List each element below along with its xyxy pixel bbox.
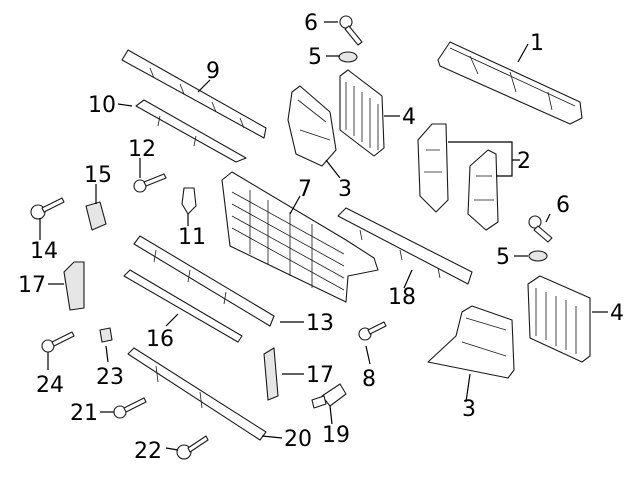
callout-19: 19: [322, 423, 350, 448]
callout-16: 16: [146, 327, 174, 352]
callout-6-lower: 6: [556, 193, 570, 218]
part-5-upper-clip: [338, 51, 358, 63]
leader-lines: [39, 21, 608, 451]
callout-10: 10: [88, 93, 116, 118]
part-9-upper-trim: [121, 49, 267, 139]
callout-6-upper: 6: [304, 11, 318, 36]
callout-7: 7: [298, 177, 312, 202]
callout-1: 1: [530, 31, 544, 56]
callout-5-lower: 5: [496, 245, 510, 270]
callout-17-side: 17: [18, 273, 46, 298]
callout-23: 23: [96, 365, 124, 390]
part-8-screw: [358, 321, 387, 341]
part-23-clip: [99, 327, 113, 343]
part-19-sensor: [311, 383, 347, 409]
part-21-bolt: [113, 397, 147, 419]
callout-4-upper: 4: [402, 105, 416, 130]
callout-20: 20: [284, 427, 312, 452]
callout-11: 11: [178, 225, 206, 250]
part-16-reinforcement: [123, 269, 243, 343]
part-14-bolt: [30, 197, 65, 220]
part-6-upper-bolt: [339, 15, 363, 46]
part-3-upper-air-duct: [287, 85, 337, 167]
part-6-lower-bolt: [528, 215, 553, 243]
callout-2: 2: [517, 149, 531, 174]
callout-18: 18: [388, 285, 416, 310]
part-17-side-seal: [63, 261, 85, 311]
part-1-air-deflector: [437, 41, 583, 125]
callout-3-lower: 3: [462, 397, 476, 422]
callout-12: 12: [128, 137, 156, 162]
callout-21: 21: [70, 401, 98, 426]
part-24-bolt: [41, 331, 75, 353]
part-20-lower-bracket: [127, 347, 267, 441]
callout-15: 15: [84, 163, 112, 188]
part-18-support-bar: [337, 207, 473, 285]
part-13-absorber: [133, 235, 275, 327]
part-3-lower-air-duct: [427, 305, 515, 379]
part-12-screw: [133, 173, 167, 193]
callout-8: 8: [362, 367, 376, 392]
callout-14: 14: [30, 239, 58, 264]
part-11-clip: [181, 187, 197, 215]
part-4-upper-shutter-housing: [339, 69, 385, 157]
callout-24: 24: [36, 373, 64, 398]
part-10-lower-trim: [135, 99, 247, 163]
callout-3-upper: 3: [338, 177, 352, 202]
part-22-bolt: [176, 435, 209, 460]
callout-17-lower: 17: [306, 363, 334, 388]
callout-13: 13: [306, 311, 334, 336]
part-15-plate: [85, 201, 107, 231]
part-4-lower-shutter-housing: [527, 275, 591, 363]
callout-9: 9: [206, 59, 220, 84]
callout-5-upper: 5: [308, 45, 322, 70]
callout-22: 22: [134, 439, 162, 464]
part-5-lower-clip: [528, 250, 548, 262]
part-2-side-brackets: [417, 123, 499, 231]
part-7-grille-shutter: [221, 171, 379, 303]
callout-4-lower: 4: [610, 301, 624, 326]
part-17-lower-seal: [263, 347, 279, 401]
